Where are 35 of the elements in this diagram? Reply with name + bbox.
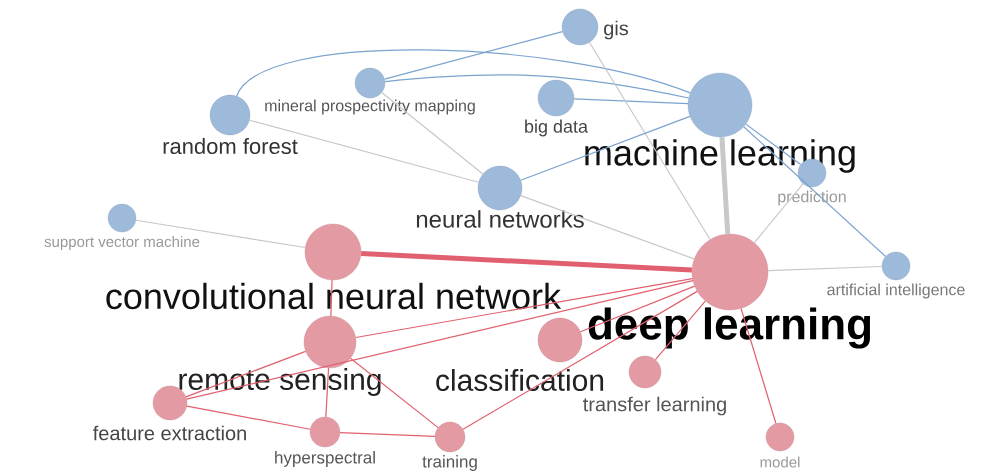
keyword-label: random forest xyxy=(163,137,298,155)
keyword-label: neural networks xyxy=(416,210,584,228)
link-line xyxy=(339,432,436,437)
link-line xyxy=(719,136,731,235)
keyword-label: transfer learning xyxy=(583,396,726,416)
keyword-label: gis xyxy=(604,20,629,40)
keyword-label: artificial intelligence xyxy=(827,283,965,299)
link-line xyxy=(753,183,804,244)
link-line xyxy=(384,31,564,80)
link-line xyxy=(186,405,311,430)
link-line xyxy=(740,307,777,425)
link-line xyxy=(135,219,306,249)
keyword-label: mineral prospectivity mapping xyxy=(265,99,475,115)
link-line xyxy=(248,119,480,183)
keyword-label: machine learning xyxy=(585,139,855,173)
link-line xyxy=(767,265,883,272)
keyword-label: support vector machine xyxy=(44,236,200,250)
link-line xyxy=(573,98,689,105)
keyword-label: feature extraction xyxy=(93,425,246,441)
link-line xyxy=(361,250,693,273)
link-line xyxy=(186,280,694,400)
link-line xyxy=(236,49,691,97)
link-line xyxy=(462,290,698,430)
link-line xyxy=(745,123,802,166)
link-line xyxy=(520,195,695,260)
link-line xyxy=(349,357,439,429)
keyword-label: hyperspectral xyxy=(275,451,375,467)
link-line xyxy=(520,115,691,181)
keyword-label: training xyxy=(422,455,477,471)
link-line xyxy=(588,41,711,241)
keyword-label: model xyxy=(760,456,800,468)
link-line xyxy=(381,91,484,175)
link-line xyxy=(384,74,690,99)
keyword-label: big data xyxy=(525,119,588,137)
link-line xyxy=(743,126,887,258)
